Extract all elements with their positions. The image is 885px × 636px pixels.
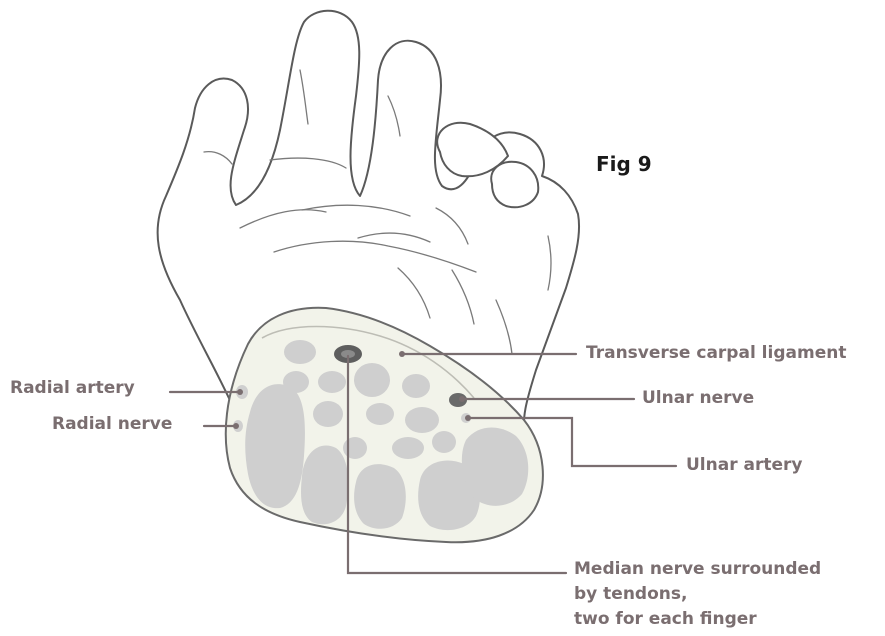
label-transverse-carpal-ligament: Transverse carpal ligament xyxy=(586,343,846,363)
label-median-nerve: Median nerve surrounded by tendons, two … xyxy=(574,557,821,632)
label-median-nerve-line: two for each finger xyxy=(574,607,821,632)
tendon xyxy=(284,340,316,364)
tendon xyxy=(402,374,430,398)
bone xyxy=(354,464,406,529)
label-ulnar-nerve: Ulnar nerve xyxy=(642,388,754,408)
tendon xyxy=(354,363,390,397)
bone xyxy=(301,446,348,525)
label-median-nerve-line: by tendons, xyxy=(574,582,821,607)
label-ulnar-artery: Ulnar artery xyxy=(686,455,803,475)
tendon xyxy=(392,437,424,459)
figure-label: Fig 9 xyxy=(596,152,652,176)
bone xyxy=(245,384,305,508)
label-radial-artery: Radial artery xyxy=(10,378,135,398)
tendon xyxy=(405,407,439,433)
tendon xyxy=(343,437,367,459)
tendon xyxy=(318,371,346,393)
tendon xyxy=(432,431,456,453)
tendon xyxy=(366,403,394,425)
label-radial-nerve: Radial nerve xyxy=(52,414,172,434)
label-median-nerve-line: Median nerve surrounded xyxy=(574,557,821,582)
tendon xyxy=(313,401,343,427)
curled-fingertip xyxy=(491,162,538,207)
bone xyxy=(462,427,528,505)
